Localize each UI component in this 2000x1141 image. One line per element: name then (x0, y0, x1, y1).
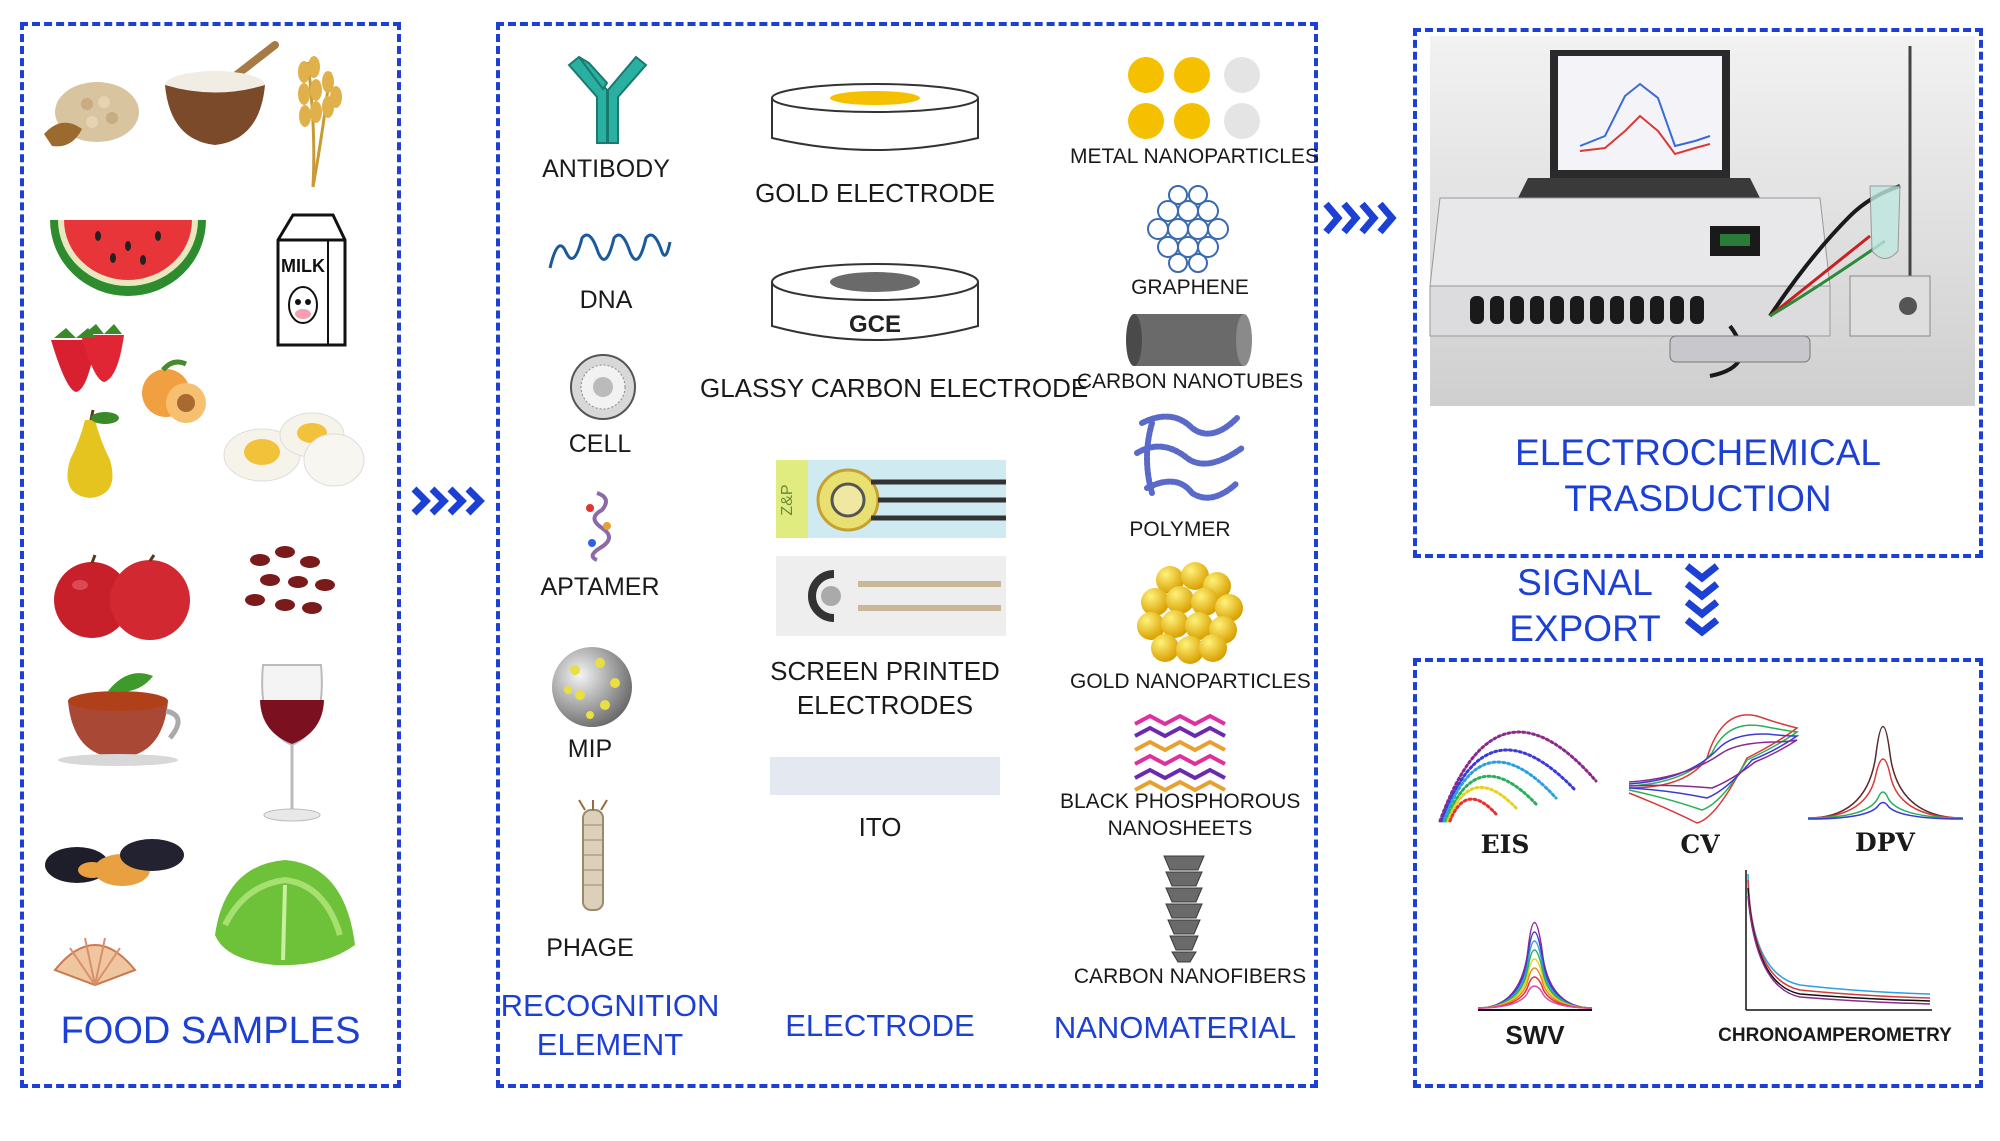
black-phosphorous-icon (1134, 713, 1226, 793)
beans-icon (245, 546, 335, 614)
food-samples-title: FOOD SAMPLES (60, 1010, 361, 1052)
nanomaterial-item-carbon-nanotubes: CARBON NANOTUBES (1076, 370, 1304, 393)
signal-export-line1: SIGNAL (1517, 562, 1653, 603)
recognition-title-line2: ELEMENT (536, 1027, 684, 1062)
mussels-icon (45, 839, 184, 886)
chevrons-arrow-down (1684, 563, 1720, 637)
ito-electrode-icon (770, 757, 1000, 795)
carbon-nanofibers-label: CARBON NANOFIBERS (1073, 965, 1307, 988)
mip-icon (552, 647, 632, 727)
spe-brand: Z&P (779, 484, 796, 515)
potentiostat-photo (1429, 36, 1975, 406)
recognition-item-aptamer: APTAMER (540, 573, 660, 601)
technique-chronoamperometry: CHRONOAMPEROMETRY (1718, 1025, 1952, 1046)
graphene-icon (1147, 185, 1229, 273)
apples-icon (54, 554, 190, 640)
signal-export-line2: EXPORT (1509, 608, 1661, 649)
recognition-item-dna: DNA (579, 286, 633, 314)
phage-icon (578, 799, 608, 911)
screen-printed-label-line2: ELECTRODES (796, 690, 974, 720)
transduction-line2: TRASDUCTION (1564, 478, 1832, 519)
screen-printed-electrode-1-icon: Z&P (776, 460, 1006, 538)
dpv-plot (1807, 726, 1964, 820)
glassy-carbon-electrode-icon: GCE (771, 263, 979, 341)
recognition-item-antibody: ANTIBODY (542, 155, 670, 183)
milk-text: MILK (281, 256, 325, 276)
glassy-carbon-electrode-label: GLASSY CARBON ELECTRODE (700, 373, 1089, 403)
black-phosphorous-line1: BLACK PHOSPHOROUS (1060, 790, 1301, 813)
dna-icon (548, 233, 672, 269)
ito-label: ITO (858, 812, 902, 842)
gold-electrode-icon (771, 83, 979, 151)
nanomaterial-item-graphene: GRAPHENE (1131, 276, 1249, 299)
black-phosphorous-line2: NANOSHEETS (1107, 817, 1253, 840)
electrode-title: ELECTRODE (785, 1008, 975, 1043)
technique-cv: CV (1680, 830, 1720, 859)
recognition-item-phage: PHAGE (546, 934, 634, 962)
scallop-icon (53, 937, 137, 987)
screen-printed-electrode-2-icon (776, 556, 1006, 636)
gold-electrode-label: GOLD ELECTRODE (755, 178, 995, 208)
recognition-item-cell: CELL (568, 430, 632, 458)
lettuce-icon (215, 860, 355, 966)
swv-plot (1477, 922, 1593, 1011)
recognition-item-mip: MIP (567, 735, 613, 763)
techniques-panel (1413, 658, 1983, 1088)
milk-carton-icon: MILK (276, 213, 347, 347)
screen-printed-label-line1: SCREEN PRINTED (770, 656, 1000, 686)
peach-icon (142, 359, 206, 423)
recognition-title-line1: RECOGNITION (500, 988, 720, 1023)
wine-glass-icon (260, 664, 324, 822)
carbon-nanofibers-icon (1163, 855, 1205, 963)
metal-nanoparticles-icon (1128, 57, 1260, 139)
nanomaterial-item-polymer: POLYMER (1129, 518, 1231, 541)
nanomaterial-item-metal: METAL NANOPARTICLES (1070, 145, 1319, 168)
antibody-icon (567, 55, 648, 144)
wheat-icon (298, 56, 342, 188)
cv-plot (1628, 714, 1800, 824)
oats-icon (44, 82, 139, 147)
strawberries-icon (51, 324, 124, 392)
technique-eis: EIS (1480, 830, 1530, 859)
technique-dpv: DPV (1855, 828, 1915, 857)
pear-icon (67, 409, 119, 498)
flour-bowl-icon (165, 41, 279, 145)
gold-nanoparticles-icon (1137, 562, 1243, 664)
watermelon-icon (50, 220, 206, 296)
chevrons-arrow-2 (1323, 201, 1397, 235)
transduction-line1: ELECTROCHEMICAL (1515, 432, 1881, 473)
chevrons-arrow-1 (411, 486, 485, 516)
eggs-icon (223, 412, 365, 487)
cell-icon (570, 354, 636, 420)
carbon-nanotubes-icon (1126, 314, 1252, 366)
food-samples-panel (20, 22, 401, 1088)
sensor-components-panel (496, 22, 1318, 1088)
nanomaterial-item-gold-nanoparticles: GOLD NANOPARTICLES (1070, 670, 1311, 693)
polymer-icon (1134, 413, 1245, 501)
technique-swv: SWV (1505, 1020, 1565, 1050)
nanomaterial-title: NANOMATERIAL (1053, 1010, 1297, 1045)
aptamer-icon (586, 491, 611, 562)
eis-plot (1438, 730, 1598, 823)
transduction-panel (1413, 28, 1983, 558)
chronoamperometry-plot (1745, 870, 1932, 1011)
tea-cup-icon (58, 673, 181, 766)
gce-mark: GCE (849, 311, 901, 338)
